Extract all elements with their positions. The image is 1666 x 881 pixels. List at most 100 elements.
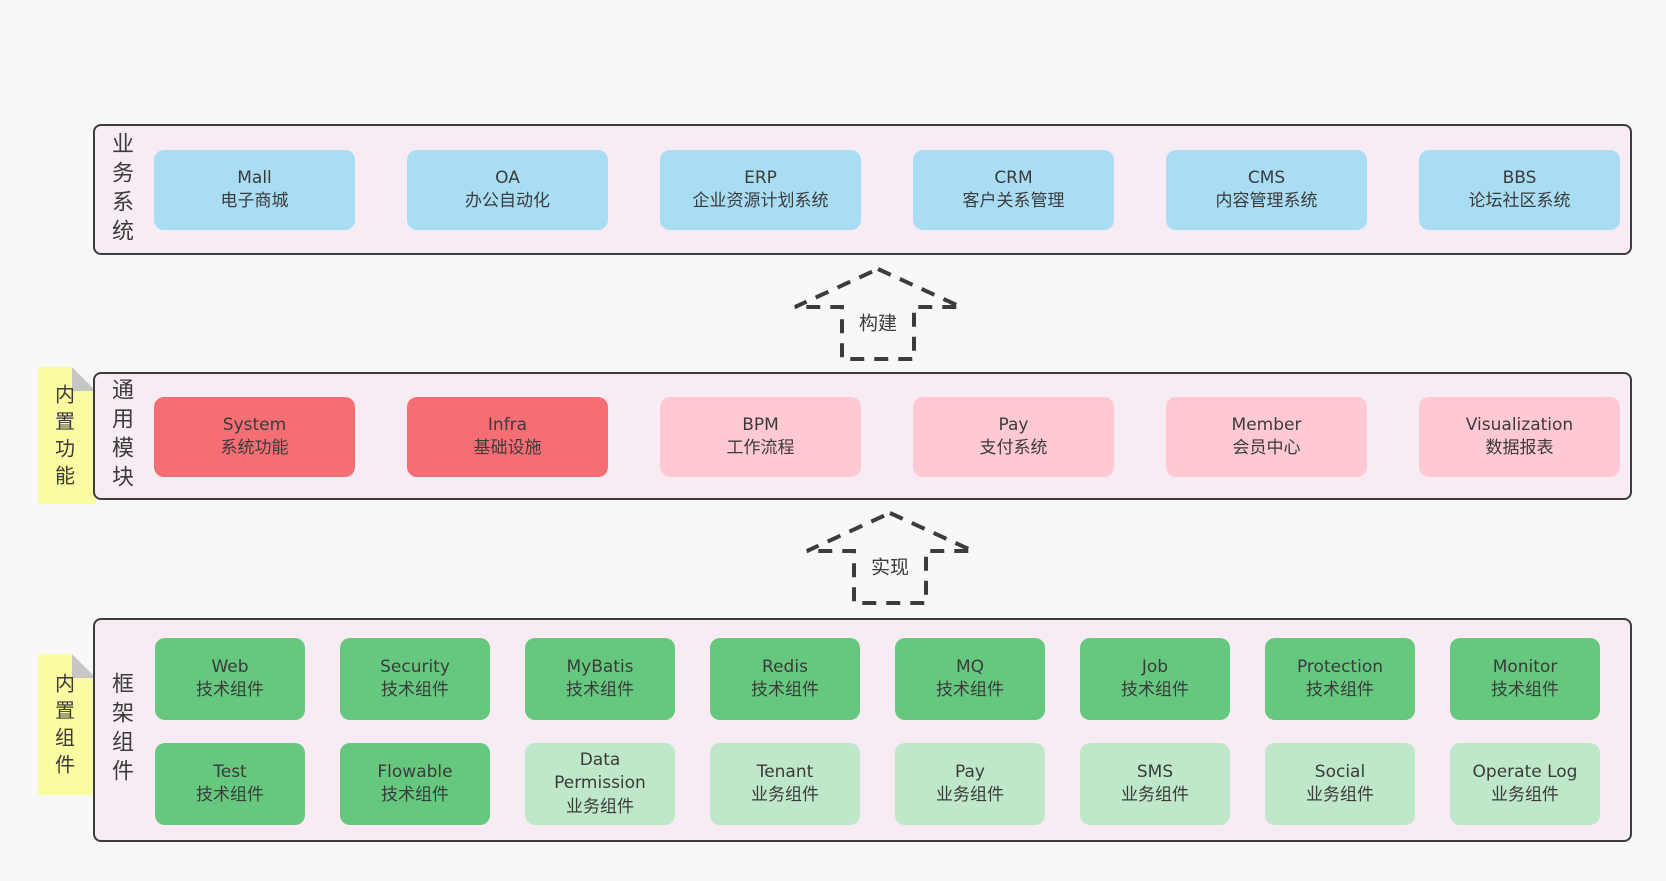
business-systems-container: 业务系统 Mall 电子商城 OA 办公自动化 ERP 企业资源计划系统 CRM 客户关系管理… (93, 124, 1632, 255)
box-subtitle: 业务组件 (1121, 785, 1189, 805)
diagram-box-operate-log: Operate Log 业务组件 (1450, 743, 1600, 825)
diagram-box-member: Member 会员中心 (1166, 397, 1367, 477)
box-title: System (222, 414, 287, 435)
box-subtitle: 内容管理系统 (1215, 191, 1318, 211)
sticky-note-builtin-components: 内置组件 (38, 654, 96, 795)
diagram-box-redis: Redis 技术组件 (710, 638, 860, 720)
framework-components-label: 框架组件 (108, 672, 133, 788)
diagram-box-test: Test 技术组件 (155, 743, 305, 825)
business-systems-label: 业务系统 (108, 131, 133, 248)
box-subtitle: 技术组件 (936, 680, 1004, 700)
box-title: Operate Log (1472, 761, 1578, 782)
diagram-box-sms: SMS 业务组件 (1080, 743, 1230, 825)
box-subtitle: 技术组件 (196, 680, 264, 700)
box-subtitle: 电子商城 (220, 191, 289, 211)
diagram-box-tenant: Tenant 业务组件 (710, 743, 860, 825)
box-title: Infra (487, 414, 528, 435)
box-title: CRM (994, 167, 1033, 188)
box-title: BBS (1502, 167, 1537, 188)
box-subtitle: 系统功能 (220, 438, 289, 458)
box-title: Security (380, 656, 450, 677)
diagram-box-monitor: Monitor 技术组件 (1450, 638, 1600, 720)
box-subtitle: 技术组件 (566, 680, 634, 700)
box-title: MQ (955, 656, 985, 677)
box-title: Test (213, 761, 247, 782)
box-subtitle: 会员中心 (1232, 438, 1301, 458)
box-subtitle: 技术组件 (381, 785, 449, 805)
diagram-box-visualization: Visualization 数据报表 (1419, 397, 1620, 477)
box-title: Social (1314, 761, 1366, 782)
box-subtitle: 支付系统 (979, 438, 1048, 458)
diagram-box-erp: ERP 企业资源计划系统 (660, 150, 861, 230)
sticky-note-builtin-features: 内置功能 (38, 367, 96, 504)
box-subtitle: 技术组件 (1121, 680, 1189, 700)
box-subtitle: 技术组件 (381, 680, 449, 700)
box-title: Visualization (1465, 414, 1574, 435)
box-subtitle: 业务组件 (1306, 785, 1374, 805)
diagram-box-bpm: BPM 工作流程 (660, 397, 861, 477)
box-subtitle: 业务组件 (1491, 785, 1559, 805)
diagram-box-pay: Pay 支付系统 (913, 397, 1114, 477)
common-modules-label: 通用模块 (108, 378, 133, 494)
box-title: Monitor (1492, 656, 1558, 677)
dashed-up-arrow-icon (806, 510, 974, 605)
box-subtitle: 基础设施 (473, 438, 542, 458)
box-title: Flowable (377, 761, 453, 782)
diagram-box-security: Security 技术组件 (340, 638, 490, 720)
implement-arrow: 实现 (802, 510, 978, 606)
implement-arrow-label: 实现 (866, 551, 914, 581)
diagram-box-bbs: BBS 论坛社区系统 (1419, 150, 1620, 230)
box-title: Tenant (756, 761, 814, 782)
box-subtitle: 技术组件 (751, 680, 819, 700)
diagram-box-mybatis: MyBatis 技术组件 (525, 638, 675, 720)
common-modules-container: 通用模块 System 系统功能 Infra 基础设施 BPM 工作流程 Pay 支付系统 Me… (93, 372, 1632, 500)
box-title: ERP (744, 167, 777, 188)
diagram-box-oa: OA 办公自动化 (407, 150, 608, 230)
box-title: Protection (1296, 656, 1383, 677)
box-subtitle: 业务组件 (936, 785, 1004, 805)
box-subtitle: 业务组件 (751, 785, 819, 805)
box-title: Mall (237, 167, 272, 188)
box-title: CMS (1247, 167, 1286, 188)
box-title: MyBatis (566, 656, 634, 677)
box-subtitle: 企业资源计划系统 (692, 191, 829, 211)
diagram-box-web: Web 技术组件 (155, 638, 305, 720)
box-subtitle: 技术组件 (1306, 680, 1374, 700)
box-title: OA (495, 167, 520, 188)
box-subtitle: 办公自动化 (465, 191, 550, 211)
box-subtitle: 技术组件 (196, 785, 264, 805)
box-title: Job (1141, 656, 1169, 677)
box-title: Web (211, 656, 249, 677)
diagram-box-social: Social 业务组件 (1265, 743, 1415, 825)
box-title: Data Permission (554, 749, 646, 794)
diagram-box-mall: Mall 电子商城 (154, 150, 355, 230)
diagram-box-job: Job 技术组件 (1080, 638, 1230, 720)
box-subtitle: 论坛社区系统 (1468, 191, 1571, 211)
dashed-up-arrow-icon (794, 266, 962, 361)
diagram-box-mq: MQ 技术组件 (895, 638, 1045, 720)
diagram-box-pay: Pay 业务组件 (895, 743, 1045, 825)
box-subtitle: 业务组件 (566, 796, 634, 817)
diagram-box-system: System 系统功能 (154, 397, 355, 477)
diagram-box-crm: CRM 客户关系管理 (913, 150, 1114, 230)
box-title: BPM (742, 414, 779, 435)
box-subtitle: 工作流程 (726, 438, 795, 458)
sticky-note-label: 内置组件 (51, 673, 76, 782)
sticky-note-label: 内置功能 (51, 384, 76, 493)
diagram-box-infra: Infra 基础设施 (407, 397, 608, 477)
box-title: Pay (955, 761, 985, 782)
build-arrow-label: 构建 (854, 307, 902, 337)
build-arrow: 构建 (790, 266, 966, 362)
box-subtitle: 客户关系管理 (962, 191, 1065, 211)
box-subtitle: 数据报表 (1485, 438, 1554, 458)
box-title: SMS (1136, 761, 1174, 782)
diagram-box-protection: Protection 技术组件 (1265, 638, 1415, 720)
box-title: Member (1231, 414, 1302, 435)
box-subtitle: 技术组件 (1491, 680, 1559, 700)
box-title: Pay (998, 414, 1029, 435)
diagram-box-cms: CMS 内容管理系统 (1166, 150, 1367, 230)
diagram-box-flowable: Flowable 技术组件 (340, 743, 490, 825)
box-title: Redis (762, 656, 808, 677)
